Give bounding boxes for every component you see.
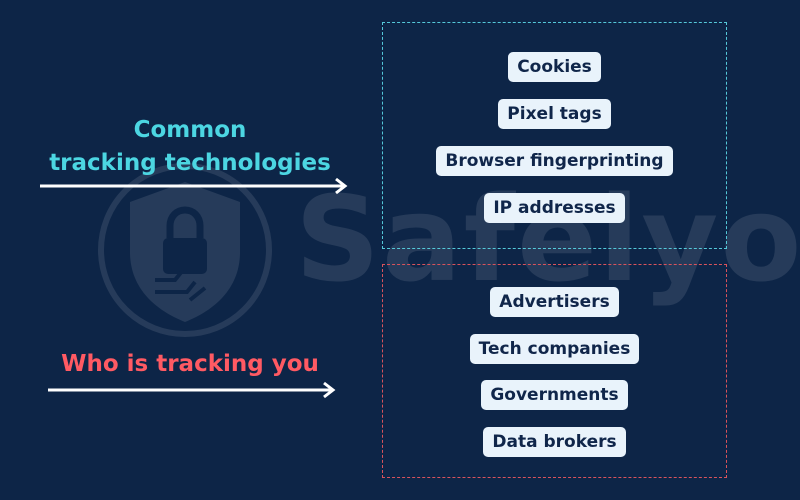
technology-item: Cookies bbox=[508, 51, 601, 82]
trackers-group: Advertisers Tech companies Governments D… bbox=[382, 264, 727, 478]
arrow-right-icon bbox=[48, 381, 336, 399]
tracker-item: Data brokers bbox=[483, 426, 626, 457]
tracking-technologies-group: Cookies Pixel tags Browser fingerprintin… bbox=[382, 22, 727, 249]
shield-lock-logo-icon bbox=[98, 163, 272, 337]
who-is-tracking-label: Who is tracking you bbox=[61, 351, 319, 377]
arrow-right-icon bbox=[40, 177, 348, 195]
technology-item: Browser fingerprinting bbox=[436, 146, 673, 177]
watermark-text: Safelyo bbox=[295, 170, 800, 308]
technology-item: Pixel tags bbox=[498, 98, 611, 129]
tracker-item: Advertisers bbox=[490, 287, 619, 318]
watermark: Safelyo bbox=[95, 160, 800, 340]
tracking-technologies-label: Common tracking technologies bbox=[40, 114, 340, 180]
tracker-item: Tech companies bbox=[469, 333, 640, 364]
tracking-technologies-label-line1: Common bbox=[133, 117, 247, 143]
technology-item: IP addresses bbox=[484, 193, 625, 224]
tracking-technologies-label-line2: tracking technologies bbox=[49, 150, 331, 176]
tracker-item: Governments bbox=[481, 380, 628, 411]
